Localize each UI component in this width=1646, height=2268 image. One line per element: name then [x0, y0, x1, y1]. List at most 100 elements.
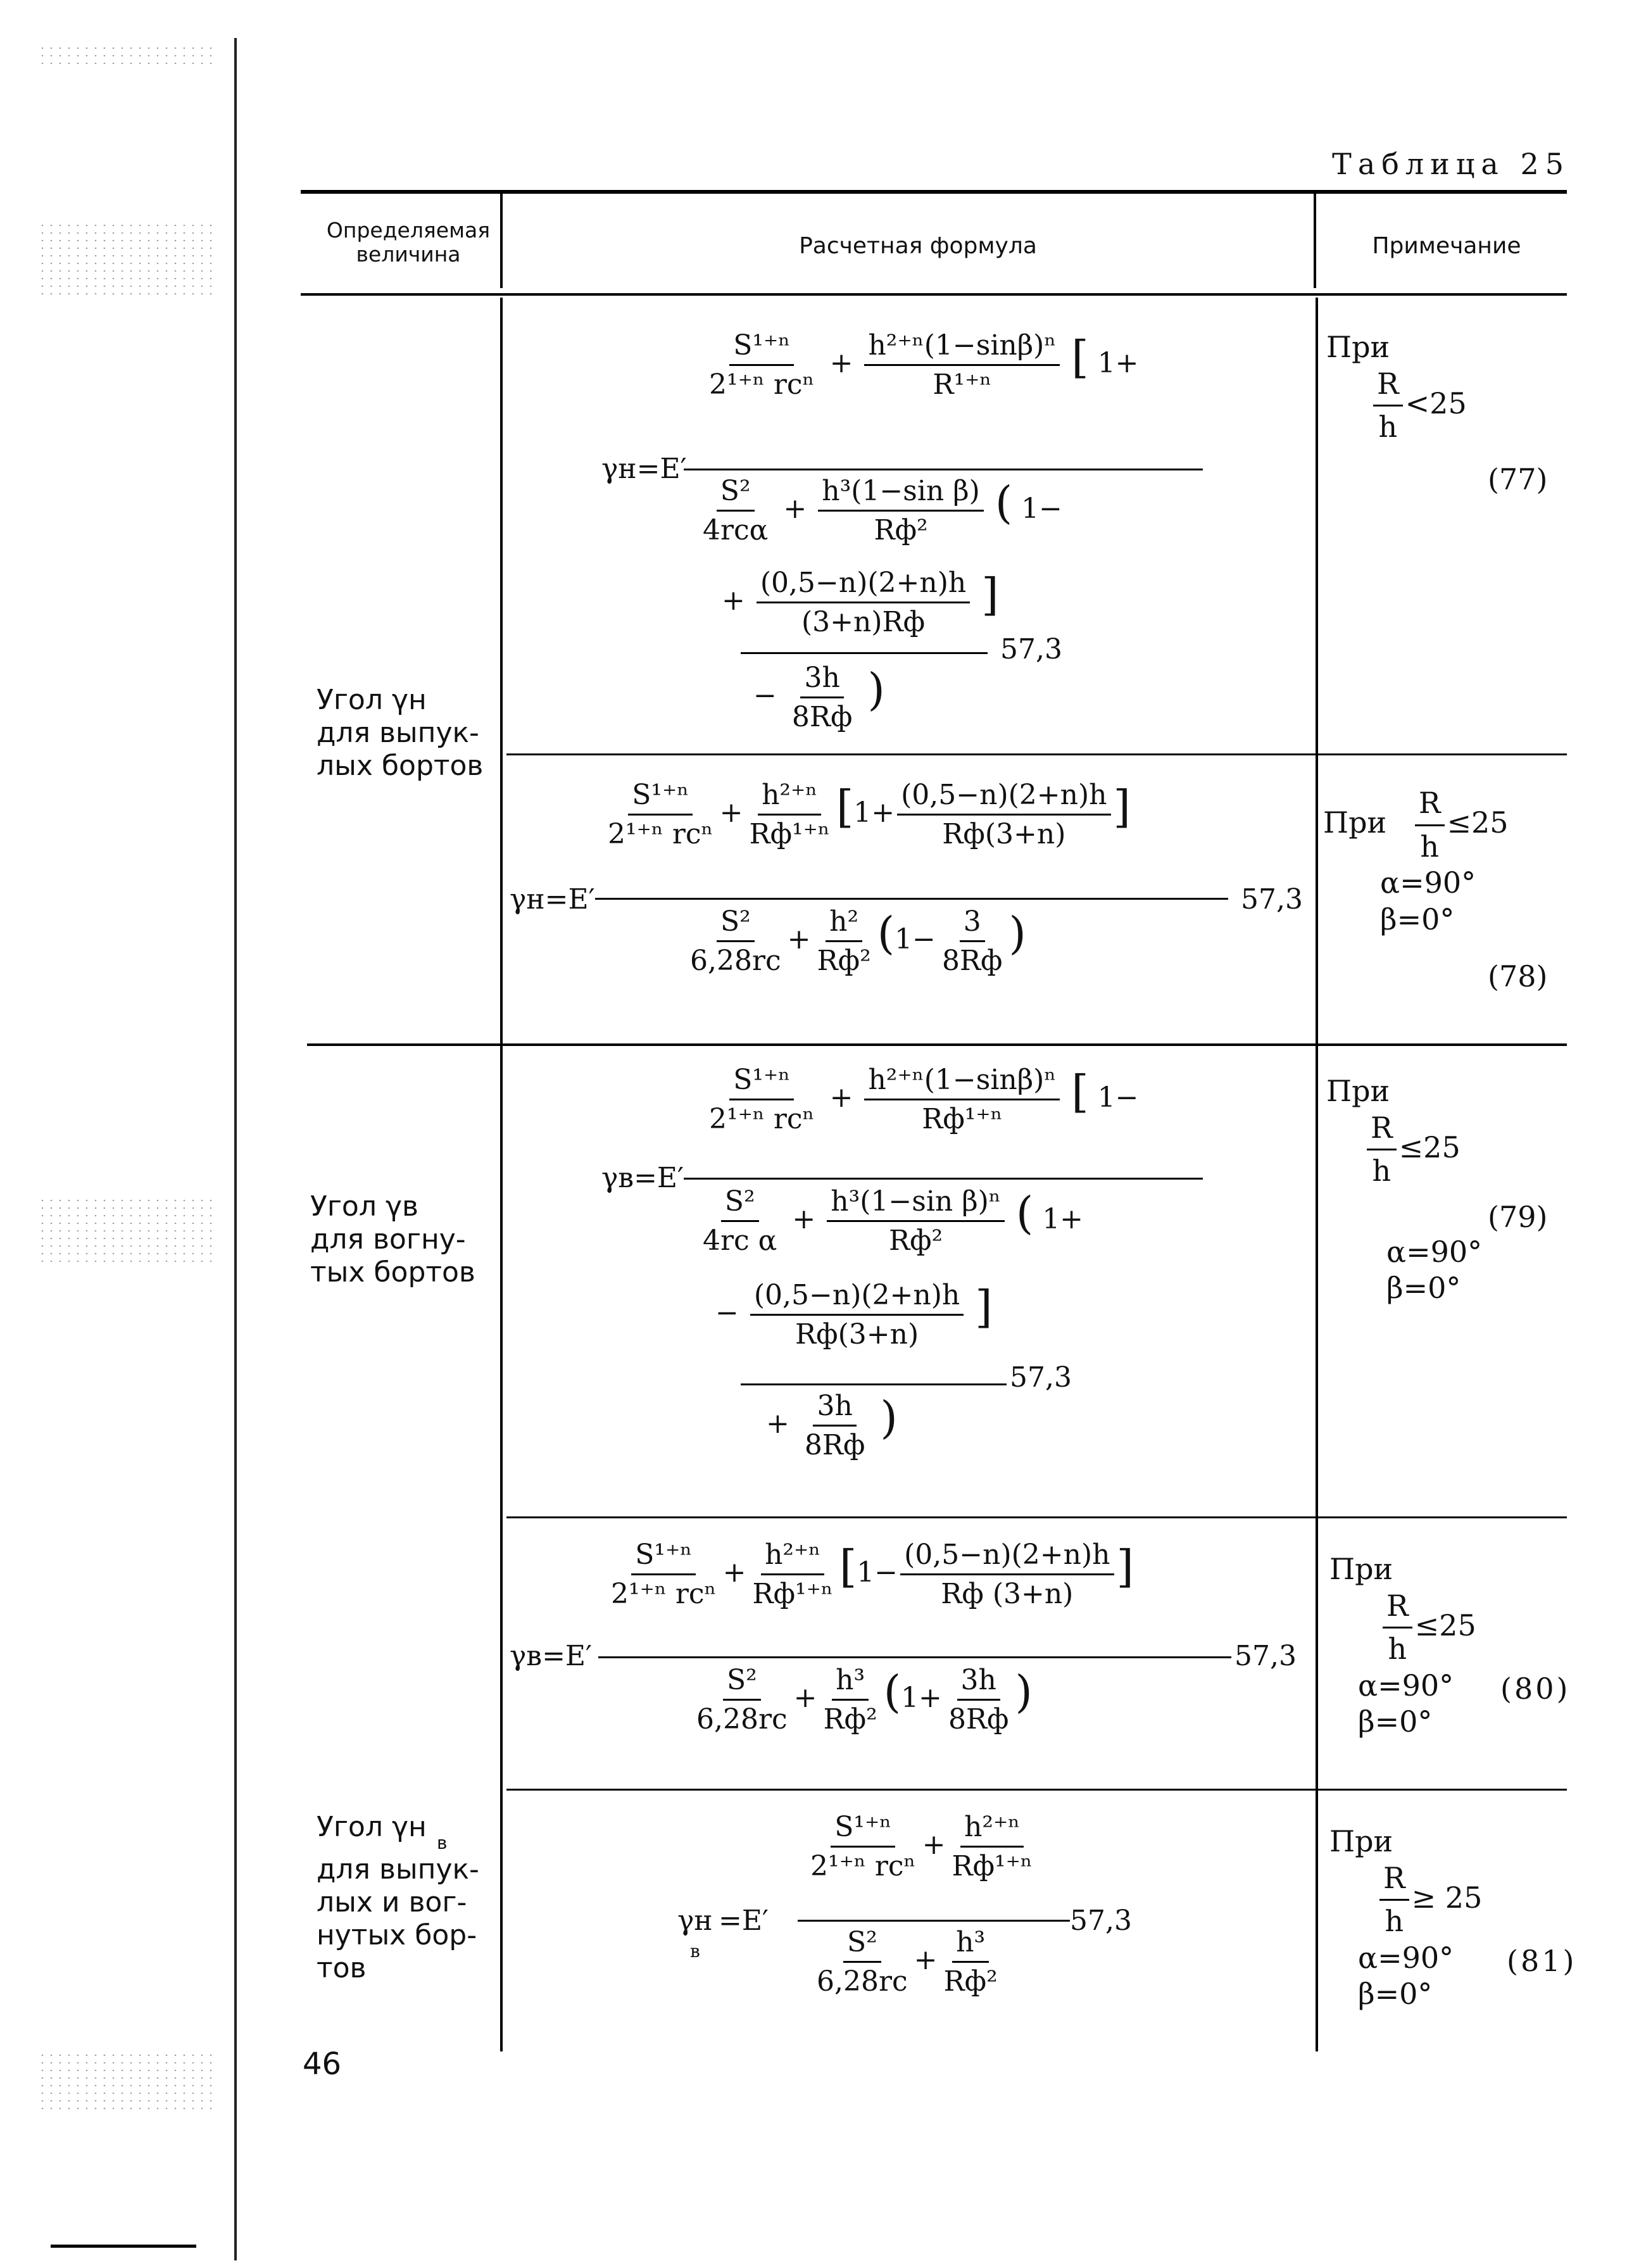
fraction-denominator: h	[1385, 1904, 1404, 1938]
fraction-numerator: h³	[952, 1926, 989, 1963]
header-calculation-formula: Расчетная формула	[799, 233, 1037, 259]
header-determined-quantity: Определяемая величина	[326, 218, 491, 267]
fraction-denominator: h	[1420, 829, 1439, 864]
note-beta: β=0°	[1358, 1704, 1433, 1739]
fraction-numerator: S¹⁺ⁿ	[729, 329, 795, 366]
fraction-denominator: 4rcα	[703, 514, 769, 546]
one: 1−	[857, 1556, 898, 1589]
fraction-denominator: h	[1388, 1632, 1407, 1666]
fraction-denominator: R¹⁺ⁿ	[933, 369, 992, 401]
fraction-numerator: R	[1367, 1110, 1397, 1150]
fraction-numerator: R	[1379, 1860, 1409, 1901]
table-top-rule	[301, 190, 1567, 194]
factor-57-3: 57,3	[1010, 1361, 1072, 1394]
plus-sign: +	[722, 1556, 746, 1589]
paren-open: (	[1015, 1187, 1034, 1239]
note-prefix: При	[1323, 805, 1387, 840]
bracket-open: [	[1071, 331, 1089, 383]
fraction-denominator: 2¹⁺ⁿ rcⁿ	[608, 818, 713, 850]
row-label-line: лых и вог-	[317, 1886, 467, 1918]
fraction-numerator: h³(1−sin β)ⁿ	[827, 1185, 1005, 1222]
fraction-denominator: Rф²	[823, 1703, 877, 1736]
fraction-numerator: h³	[832, 1664, 869, 1701]
formula-lhs-tail: =E′	[719, 1905, 769, 1937]
fraction-denominator: 4rc α	[703, 1225, 777, 1257]
column-divider-2	[1316, 298, 1318, 2051]
fraction-denominator: Rф(3+n)	[942, 818, 1066, 850]
header-note: Примечание	[1372, 233, 1521, 259]
plus-sign: +	[783, 493, 807, 525]
fraction-numerator: S²	[716, 905, 755, 942]
fraction-numerator: (0,5−n)(2+n)h	[750, 1279, 964, 1316]
fraction-denominator: 2¹⁺ⁿ rcⁿ	[810, 1850, 916, 1882]
equation-number-77: (77)	[1488, 462, 1548, 496]
bracket-close: ]	[1113, 781, 1131, 833]
row-rule-79-80	[506, 1516, 1567, 1518]
page-number: 46	[303, 2046, 342, 2082]
minus-sign: −	[715, 1297, 739, 1329]
note-prefix: При	[1326, 1074, 1390, 1108]
equation-number-78: (78)	[1488, 959, 1548, 993]
fraction-numerator: 3	[959, 905, 985, 942]
formula-lhs: γв=E′	[510, 1640, 593, 1672]
fraction-denominator: h	[1372, 1154, 1392, 1188]
condition-relation: ≥ 25	[1411, 1880, 1483, 1915]
main-fraction-bar	[798, 1920, 1070, 1922]
fraction-denominator: Rф¹⁺ⁿ	[749, 818, 830, 850]
fraction-denominator: Rф¹⁺ⁿ	[752, 1578, 833, 1610]
fraction-denominator: 2¹⁺ⁿ rcⁿ	[611, 1578, 717, 1610]
condition-relation: ≤25	[1414, 1608, 1476, 1642]
row-label-line: Угол γв	[310, 1190, 418, 1223]
row-label-line: Угол γн	[317, 1811, 427, 1843]
plus-sign: +	[829, 347, 853, 379]
minus-sign: −	[753, 679, 777, 712]
factor-57-3: 57,3	[1241, 883, 1303, 916]
note-alpha: α=90°	[1358, 1940, 1454, 1975]
row-rule-80-81	[506, 1789, 1567, 1791]
note-alpha: α=90°	[1380, 866, 1476, 900]
note-alpha: α=90°	[1386, 1234, 1483, 1269]
row-label-line: лых бортов	[317, 749, 484, 782]
bracket-close: ]	[1116, 1540, 1134, 1592]
fraction-numerator: h²⁺ⁿ(1−sinβ)ⁿ	[864, 1064, 1060, 1100]
bracket-close: ]	[975, 1281, 993, 1333]
equation-number-80: (80)	[1500, 1672, 1571, 1706]
fraction-numerator: h²⁺ⁿ(1−sinβ)ⁿ	[864, 329, 1060, 366]
note-alpha: α=90°	[1358, 1668, 1454, 1703]
scan-noise	[38, 44, 215, 70]
fraction-numerator: h²⁺ⁿ	[758, 779, 822, 816]
factor-57-3: 57,3	[1070, 1905, 1132, 1937]
fraction-denominator: Rф²	[874, 514, 928, 546]
equation-number-81: (81)	[1507, 1944, 1577, 1978]
fraction-denominator: 6,28rc	[817, 1965, 908, 1998]
plus-sign: +	[793, 1682, 817, 1714]
